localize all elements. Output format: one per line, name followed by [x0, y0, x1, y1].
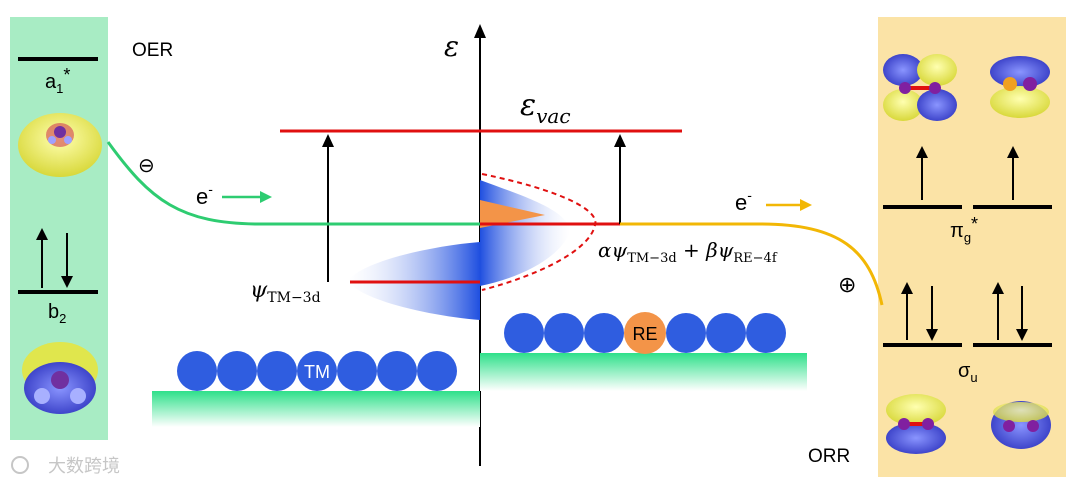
oer-label: OER: [132, 40, 173, 61]
electron-flow-arrowhead-right: [800, 199, 812, 211]
energy-axis-arrowhead: [474, 24, 486, 38]
minus-sign: ⊖: [138, 155, 155, 177]
tm-atom: [504, 313, 544, 353]
pi-g-up-arrowhead-2: [1007, 146, 1019, 158]
tm-atom: [377, 351, 417, 391]
sigma-up-arrowhead-2: [992, 282, 1004, 294]
tm-atom-row: TM: [177, 351, 457, 391]
re-doped-dos-right: [480, 180, 570, 286]
spin-down-arrowhead: [61, 276, 73, 288]
electron-flow-arrowhead-left: [260, 191, 272, 203]
b2-label: b2: [48, 301, 66, 326]
b2-orbital-image: [22, 342, 98, 414]
re-atom-row: RE: [504, 312, 786, 354]
tm-atom-labeled: [297, 351, 337, 391]
tm-atom: [746, 313, 786, 353]
re-atom: [624, 312, 666, 354]
spin-up-arrowhead: [36, 228, 48, 240]
tm-atom: [417, 351, 457, 391]
left-orbital-panel: a1* b2: [10, 17, 108, 440]
watermark: 大数跨境: [11, 456, 120, 476]
electron-label-right: e-: [735, 187, 752, 215]
tm-atom: [217, 351, 257, 391]
vacuum-level-label: εvac: [520, 88, 571, 128]
pi-g-orbital-image-1: [883, 54, 957, 121]
re-atom-label: RE: [632, 324, 657, 344]
orr-electron-path: [620, 222, 884, 306]
left-excitation-arrowhead: [322, 134, 334, 147]
tm-atom: [584, 313, 624, 353]
energy-axis-label: ε: [444, 30, 459, 63]
tm-atom-label: TM: [304, 362, 330, 382]
pi-g-up-arrowhead-1: [916, 146, 928, 158]
tm-atom: [544, 313, 584, 353]
tm-atom: [337, 351, 377, 391]
tm-atom: [257, 351, 297, 391]
oer-electron-path: [106, 141, 480, 226]
right-excitation-arrowhead: [614, 134, 626, 147]
a1-label: a1*: [45, 65, 70, 96]
sigma-down-arrowhead-2: [1016, 329, 1028, 341]
tm-surface-slab: [152, 391, 480, 427]
tm-atom: [706, 313, 746, 353]
watermark-text: 大数跨境: [48, 456, 120, 476]
plus-sign: ⊕: [838, 272, 856, 297]
orr-label: ORR: [808, 446, 850, 467]
sigma-down-arrowhead-1: [926, 329, 938, 341]
electron-label-left: e-: [196, 181, 213, 209]
re-4f-dos-peak: [480, 200, 545, 228]
tm-atom: [177, 351, 217, 391]
sigma-label: σu: [958, 360, 978, 385]
sigma-orbital-image-2: [991, 401, 1051, 449]
right-orbital-panel: πg* σu: [878, 17, 1066, 477]
tm-atom: [666, 313, 706, 353]
sigma-up-arrowhead-1: [901, 282, 913, 294]
a1-orbital-image: [18, 113, 102, 177]
sigma-orbital-image-1: [886, 394, 946, 454]
pi-g-label: πg*: [950, 214, 978, 245]
psi-tm-3d-label: ψTM−3d: [250, 278, 321, 306]
watermark-logo-icon: [11, 456, 29, 474]
hybrid-wavefunction-label: αψTM−3d + βψRE−4f: [598, 238, 778, 266]
pi-g-orbital-image-2: [990, 56, 1050, 118]
re-doped-surface-slab: [480, 353, 807, 391]
